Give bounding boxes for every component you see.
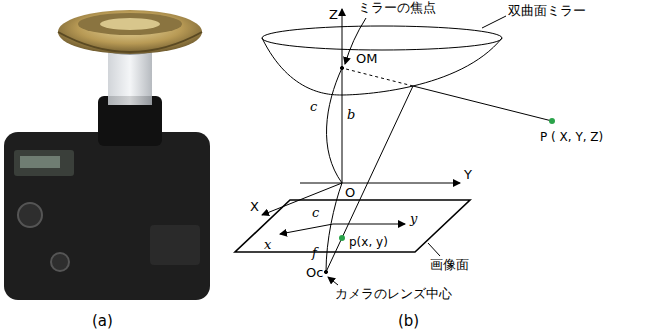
axis-label: x: [264, 238, 271, 251]
point-label: Oc: [306, 266, 323, 279]
dimension-label: c: [312, 206, 319, 219]
panel-caption: (a): [92, 314, 113, 329]
dimension-label: c: [310, 100, 317, 113]
axis-label: y: [410, 212, 417, 225]
point-label: P ( X, Y, Z): [540, 131, 603, 143]
callout-label: 双曲面ミラー: [508, 4, 586, 17]
dimension-label: b: [347, 108, 355, 121]
callout-label: カメラのレンズ中心: [335, 287, 452, 300]
callout-label: ミラーの焦点: [358, 1, 436, 14]
callout-label: 画像面: [430, 258, 469, 271]
panel-caption: (b): [398, 314, 419, 329]
camera-photo: [4, 10, 210, 300]
axis-label: Z: [329, 8, 338, 21]
point-label: p(x, y): [349, 236, 388, 248]
origin-label: O: [345, 186, 355, 199]
axis-label: X: [250, 200, 259, 213]
schematic: [235, 9, 555, 285]
dimension-label: f: [312, 246, 317, 259]
axis-label: Y: [464, 168, 472, 181]
point-label: OM: [356, 52, 377, 65]
